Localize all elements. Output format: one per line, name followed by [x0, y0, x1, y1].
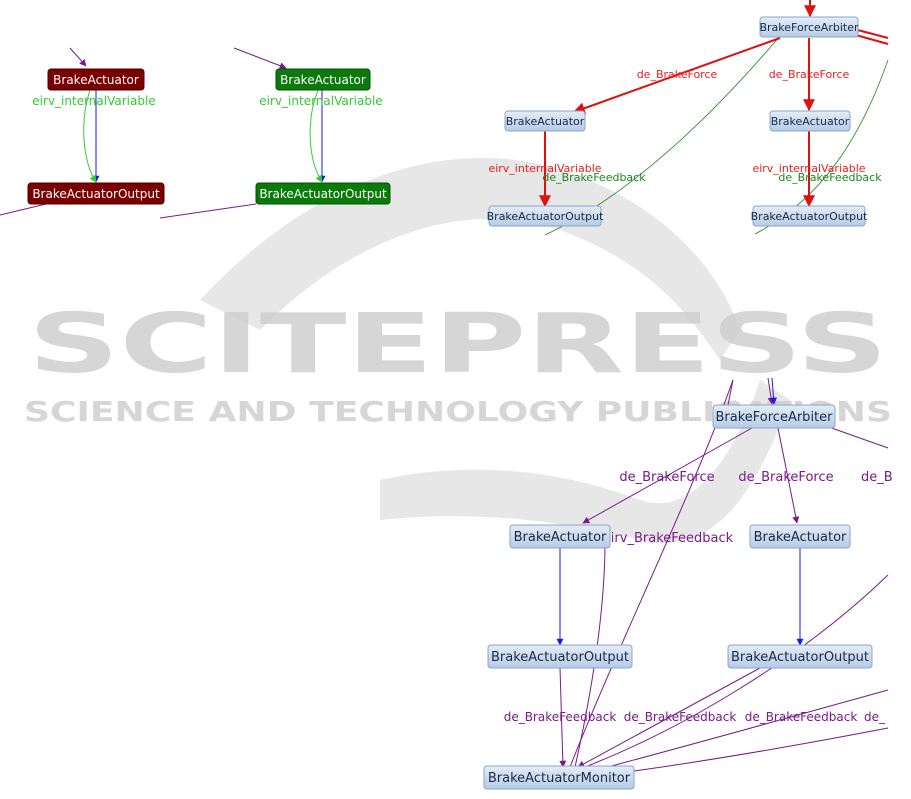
node-brake-actuator-output-right-c[interactable]: BrakeActuatorOutput [751, 205, 868, 227]
node-label: BrakeActuatorOutput [32, 187, 160, 201]
node-brake-actuator-right-c[interactable]: BrakeActuator [769, 110, 851, 132]
node-brake-actuator-output-b[interactable]: BrakeActuatorOutput [255, 182, 391, 205]
edge-incoming-a [69, 47, 87, 67]
edge-label-feedback-1-d: de_BrakeFeedback [504, 710, 617, 724]
edge-red-force-left-c [572, 37, 781, 114]
edge-label-feedback-left-c: de_BrakeFeedback [542, 171, 646, 184]
node-brake-actuator-left-d[interactable]: BrakeActuator [509, 524, 611, 549]
edge-feedback-left-d [559, 667, 567, 768]
edge-label-internal-left-c: eirv_internalVariable [488, 162, 601, 175]
edge-label-internal-right-c: eirv_internalVariable [752, 162, 865, 175]
panel-b: eirv_internalVariable BrakeActuator Brak… [159, 47, 391, 219]
node-brake-actuator-output-left-d[interactable]: BrakeActuatorOutput [487, 644, 633, 669]
edge-purple-in-d1 [727, 379, 734, 406]
edge-feedback-right-d [577, 667, 761, 768]
node-label: BrakeActuatorOutput [731, 650, 869, 665]
edge-label-feedback-2-d: de_BrakeFeedback [624, 710, 737, 724]
node-brake-actuator-left-c[interactable]: BrakeActuator [504, 110, 586, 132]
node-label: BrakeActuator [514, 530, 607, 545]
node-brake-force-arbiter-c[interactable]: BrakeForceArbiter [759, 16, 859, 38]
node-label: BrakeActuatorMonitor [488, 771, 631, 786]
node-label: BrakeForceArbiter [759, 21, 858, 34]
node-label: BrakeActuator [754, 530, 847, 545]
panel-a: eirv_internalVariable BrakeActuator Brak… [0, 47, 165, 216]
node-brake-actuator-b[interactable]: BrakeActuator [275, 68, 371, 91]
edge-label-feedback-4-d: de_ [864, 710, 886, 724]
panel-c: de_BrakeForce de_BrakeForce eirv_interna… [487, 0, 889, 236]
edge-force-right-d [777, 427, 800, 524]
panel-d: de_BrakeForce de_BrakeForce de_B eirv_Br… [483, 377, 893, 790]
node-label: BrakeActuator [771, 115, 850, 128]
edge-label-force-right-c: de_BrakeForce [769, 68, 850, 81]
watermark-main-text: SCITEPRESS [28, 297, 888, 392]
node-brake-actuator-output-left-c[interactable]: BrakeActuatorOutput [487, 205, 604, 227]
edge-feedback-far-d2 [599, 689, 889, 770]
edge-outgoing-a [0, 203, 47, 216]
node-label: BrakeActuatorOutput [259, 187, 387, 201]
node-brake-force-arbiter-d[interactable]: BrakeForceArbiter [712, 404, 836, 429]
node-brake-actuator-output-right-d[interactable]: BrakeActuatorOutput [727, 644, 873, 669]
edge-green-b [309, 89, 323, 183]
node-brake-actuator-a[interactable]: BrakeActuator [47, 68, 145, 91]
edge-label-internal-b: eirv_internalVariable [259, 94, 382, 108]
edge-force-left-d [582, 427, 753, 524]
edge-force-out-d [825, 425, 889, 449]
node-label: BrakeActuatorOutput [751, 210, 868, 223]
node-label: BrakeActuatorOutput [487, 210, 604, 223]
node-label: BrakeActuator [53, 73, 139, 87]
edge-blue-in-d [770, 377, 778, 405]
edge-label-internal-a: eirv_internalVariable [32, 94, 155, 108]
node-brake-actuator-monitor-d[interactable]: BrakeActuatorMonitor [483, 765, 635, 790]
edge-outgoing-b [159, 203, 257, 219]
edge-purple-long-d [569, 379, 734, 768]
node-label: BrakeActuatorOutput [491, 650, 629, 665]
node-brake-actuator-right-d[interactable]: BrakeActuator [749, 524, 851, 549]
edge-label-force-1-d: de_BrakeForce [619, 470, 714, 485]
edge-label-force-left-c: de_BrakeForce [637, 68, 718, 81]
edge-label-eirv-feedback-d: eirv_BrakeFeedback [603, 531, 734, 546]
edge-green-a [83, 89, 97, 183]
watermark-swoosh [200, 157, 740, 360]
edge-label-feedback-3-d: de_BrakeFeedback [745, 710, 858, 724]
edge-label-force-3-d: de_B [861, 470, 893, 485]
watermark: SCITEPRESS SCIENCE AND TECHNOLOGY PUBLIC… [24, 157, 892, 544]
edge-feedback-far-d1 [584, 574, 889, 768]
watermark-swoosh-lower [380, 380, 790, 544]
node-label: BrakeActuator [280, 73, 366, 87]
edge-incoming-b [233, 47, 287, 70]
node-label: BrakeForceArbiter [715, 410, 833, 425]
node-brake-actuator-output-a[interactable]: BrakeActuatorOutput [27, 182, 165, 205]
edge-label-force-2-d: de_BrakeForce [738, 470, 833, 485]
node-label: BrakeActuator [506, 115, 585, 128]
edge-feedback-far-d3 [619, 727, 889, 776]
edge-label-feedback-right-c: de_BrakeFeedback [778, 171, 882, 184]
